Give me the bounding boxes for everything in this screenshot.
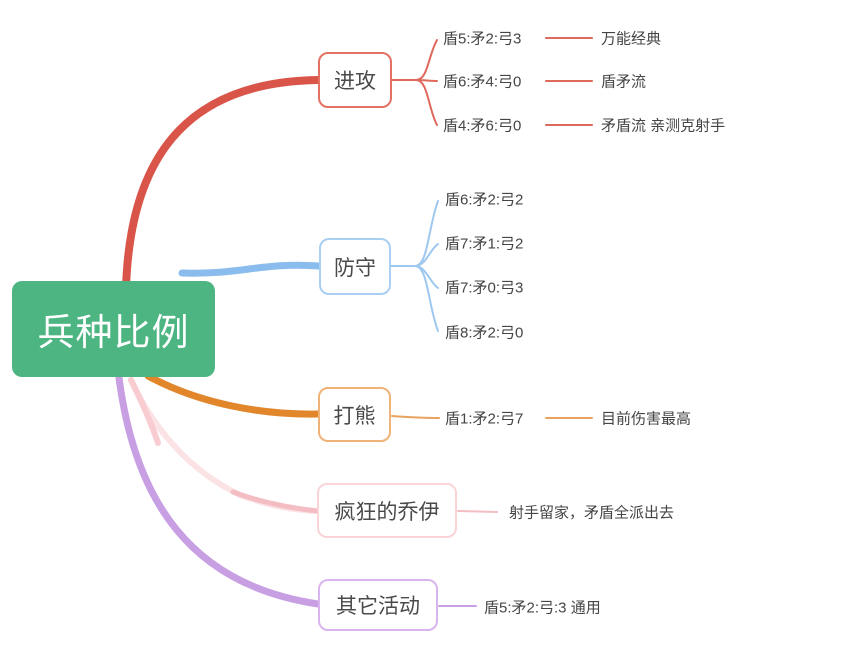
defense-leaf-4[interactable]: 盾8:矛2:弓0	[445, 324, 524, 342]
attack-leaf-1[interactable]: 盾5:矛2:弓3	[443, 30, 522, 48]
joey-leaf[interactable]: 射手留家，矛盾全派出去	[509, 504, 675, 522]
attack-leaf-2-note[interactable]: 盾矛流	[601, 73, 647, 91]
bear-leaf-note[interactable]: 目前伤害最高	[601, 410, 692, 428]
branch-curve-defense	[178, 261, 323, 277]
defense-brace-4	[414, 265, 439, 332]
attack-leaf-3[interactable]: 盾4:矛6:弓0	[443, 117, 522, 135]
branch-node-defense[interactable]: 防守	[319, 238, 391, 295]
attack-brace-lower	[415, 79, 438, 126]
defense-brace-1	[414, 200, 439, 267]
branch-node-joey[interactable]: 疯狂的乔伊	[317, 483, 457, 538]
attack-leaf-3-note[interactable]: 矛盾流 亲测克射手	[601, 117, 726, 135]
attack-leaf-1-note[interactable]: 万能经典	[601, 30, 662, 48]
bear-leaf-line	[391, 415, 440, 419]
defense-leaf-3[interactable]: 盾7:矛0:弓3	[445, 279, 524, 297]
branch-node-other[interactable]: 其它活动	[318, 579, 438, 631]
branch-curve-joey-end	[230, 489, 320, 514]
branch-curve-other	[115, 374, 322, 608]
branch-node-bear[interactable]: 打熊	[318, 387, 391, 442]
branch-curve-attack	[122, 76, 322, 292]
attack-brace-upper	[415, 39, 438, 81]
defense-leaf-1[interactable]: 盾6:矛2:弓2	[445, 191, 524, 209]
joey-leaf-line	[457, 510, 498, 513]
branch-curve-bear	[144, 372, 322, 418]
branch-curve-joey-start	[128, 377, 161, 446]
defense-leaf-2[interactable]: 盾7:矛1:弓2	[445, 235, 524, 253]
branch-node-attack[interactable]: 进攻	[318, 52, 392, 108]
other-leaf[interactable]: 盾5:矛2:弓:3 通用	[484, 599, 601, 617]
bear-leaf[interactable]: 盾1:矛2:弓7	[445, 410, 524, 428]
root-node[interactable]: 兵种比例	[12, 281, 215, 377]
attack-leaf-2[interactable]: 盾6:矛4:弓0	[443, 73, 522, 91]
